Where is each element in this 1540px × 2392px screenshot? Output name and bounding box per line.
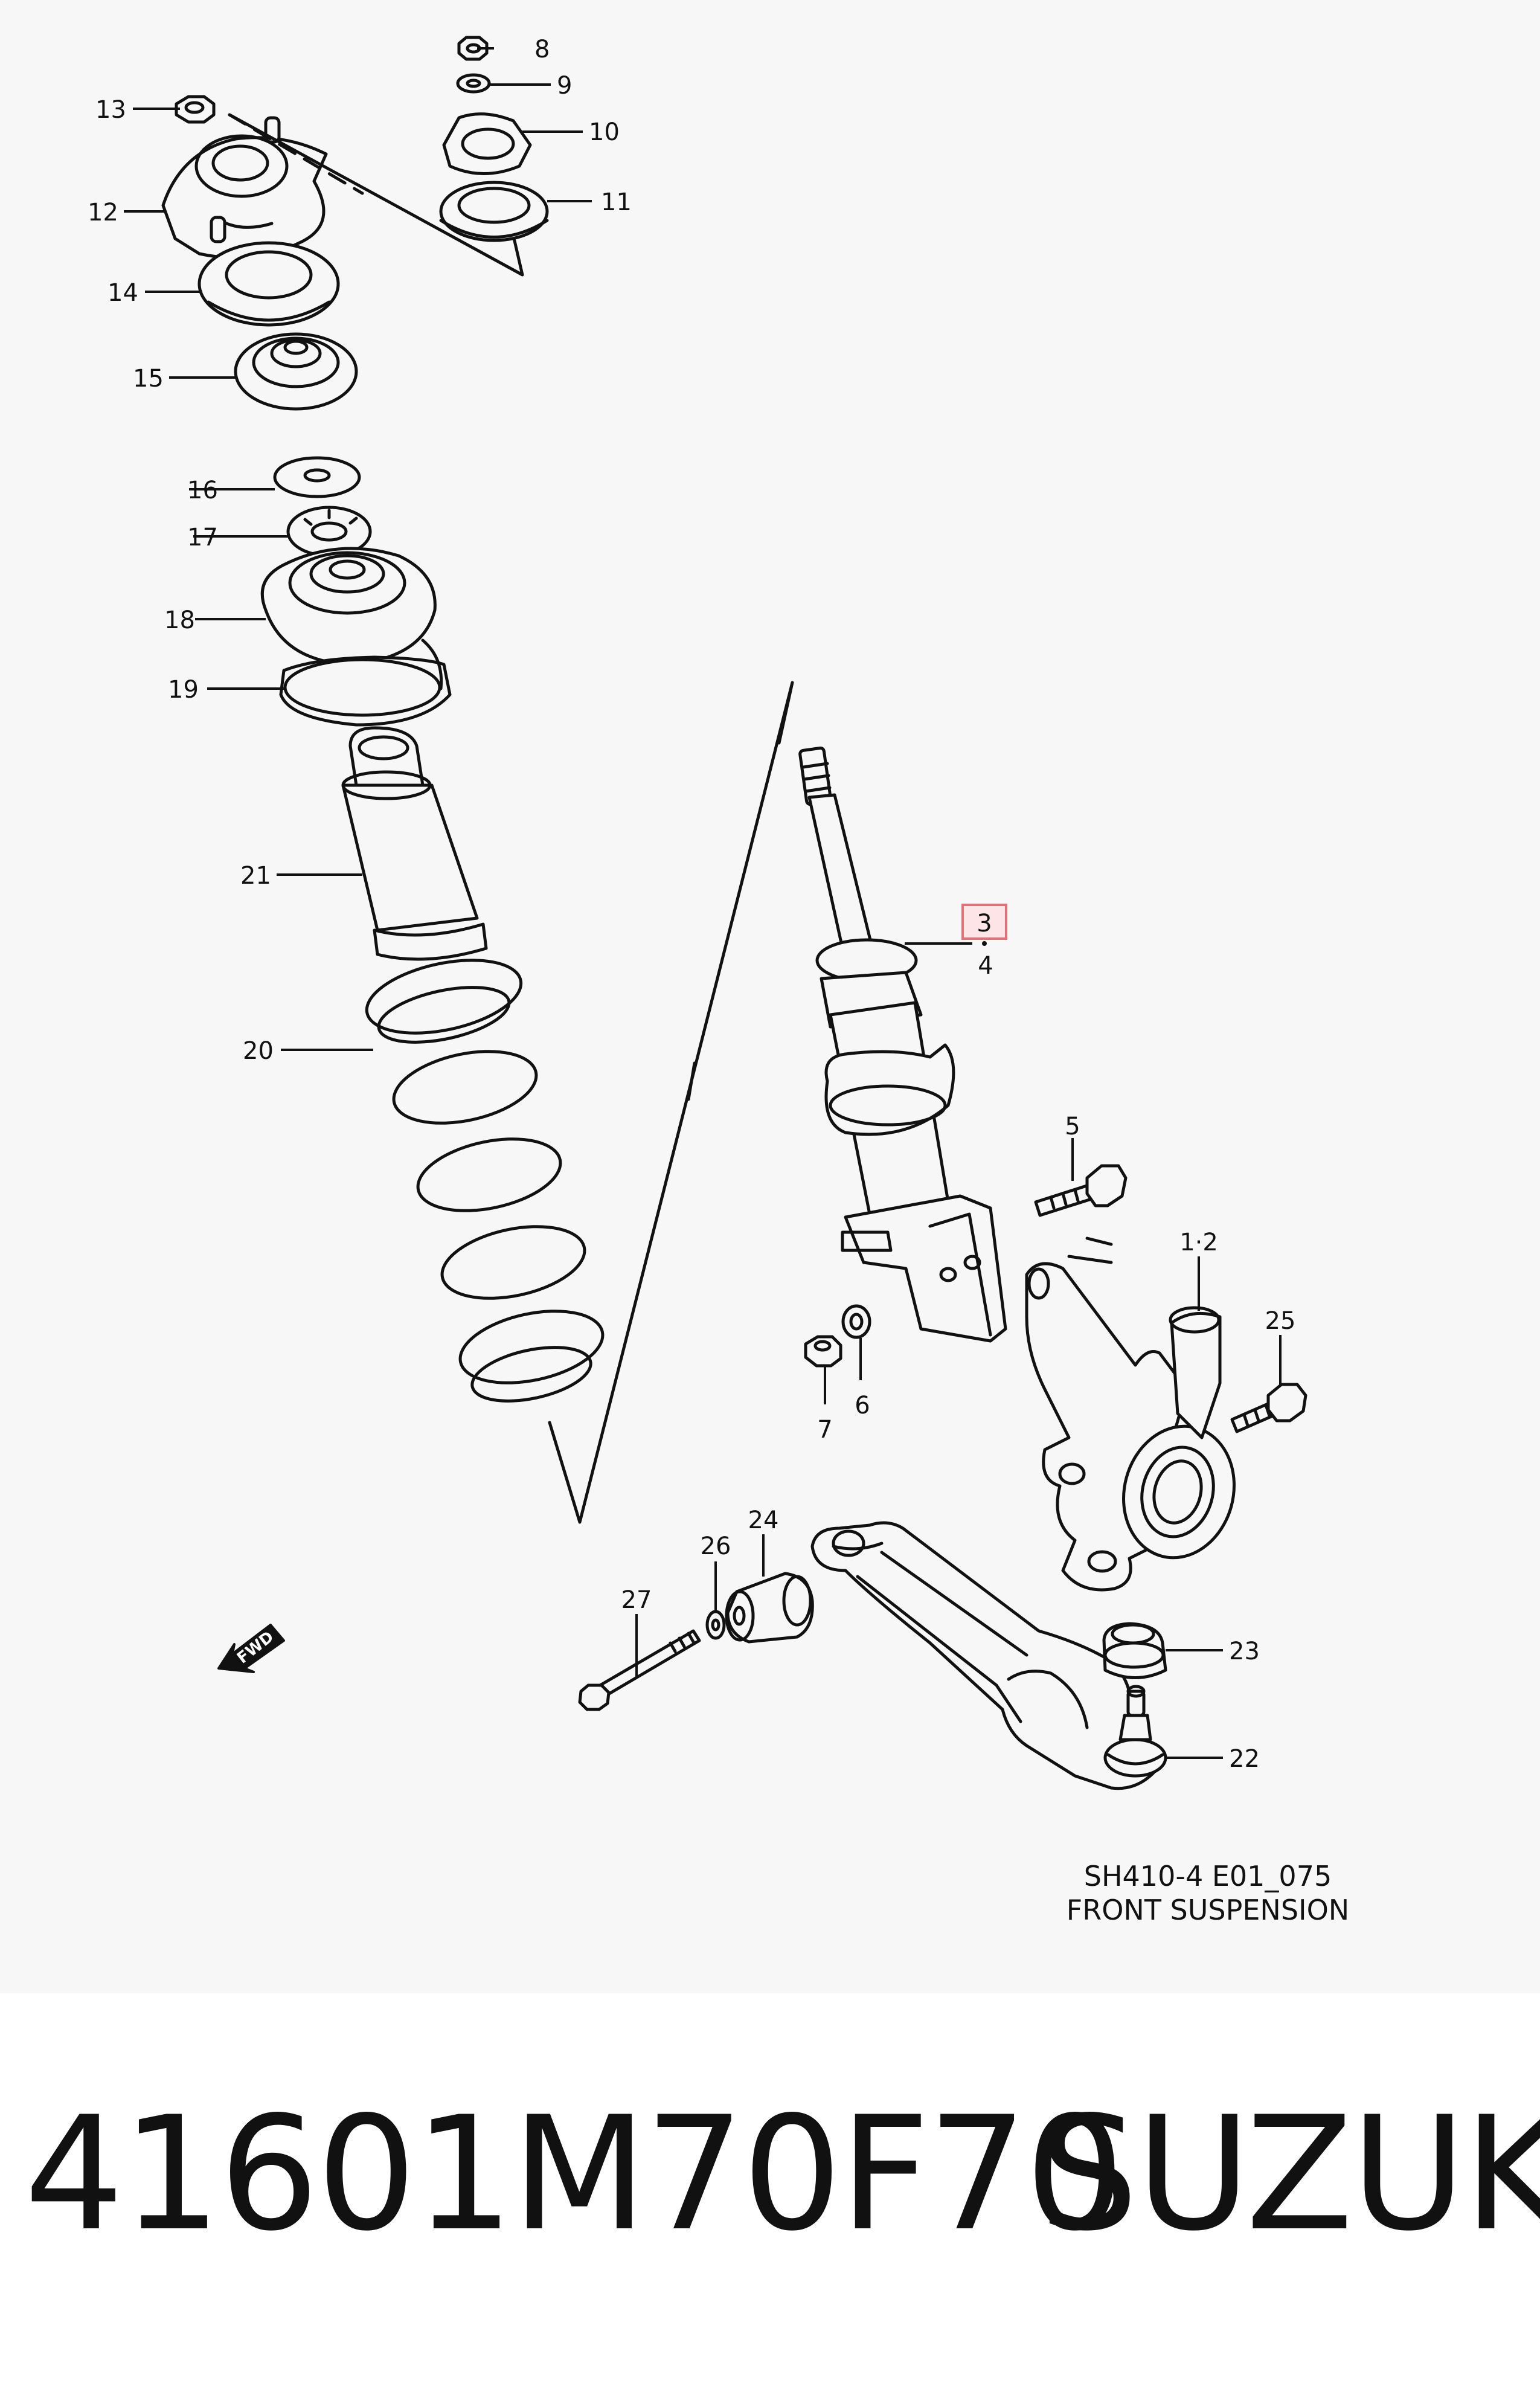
callout-18[interactable]: 18 [164, 606, 195, 634]
part-24-bushing [725, 1572, 814, 1644]
part-1-2-steering-knuckle [1025, 1236, 1236, 1592]
callout-1-2[interactable]: 1·2 [1179, 1229, 1218, 1256]
part-3-strut-shock-absorber [798, 746, 1007, 1343]
part-10-plate [442, 112, 532, 175]
part-16-washer [273, 456, 361, 498]
callout-11[interactable]: 11 [601, 188, 632, 216]
callout-3-4-separator-dot [982, 941, 987, 946]
callout-22[interactable]: 22 [1229, 1745, 1260, 1773]
part-9-washer [456, 73, 491, 94]
callout-20[interactable]: 20 [243, 1037, 274, 1065]
part-17-washer [286, 506, 372, 558]
part-11-cushion [439, 181, 549, 242]
callout-16[interactable]: 16 [187, 477, 218, 504]
part-27-bolt [578, 1629, 701, 1711]
part-7-nut [804, 1335, 842, 1368]
fwd-arrow-icon: FWD [217, 1624, 285, 1673]
callout-9[interactable]: 9 [557, 72, 572, 100]
part-19-spring-seat-lower [279, 638, 452, 727]
callout-13[interactable]: 13 [95, 96, 126, 124]
callout-27[interactable]: 27 [621, 1586, 652, 1614]
leader-lines [124, 47, 1282, 1759]
part-22-ball-joint [1103, 1685, 1167, 1778]
callout-24[interactable]: 24 [748, 1506, 779, 1534]
part-13-nut [175, 95, 216, 124]
callout-7[interactable]: 7 [817, 1416, 832, 1444]
part-18-spring-seat [260, 547, 437, 666]
part-26-washer [705, 1610, 726, 1640]
callout-23[interactable]: 23 [1229, 1638, 1260, 1665]
diagram-title: FRONT SUSPENSION [1067, 1894, 1349, 1926]
callout-8[interactable]: 8 [534, 36, 550, 63]
callout-3-highlight [961, 904, 1007, 940]
callout-4[interactable]: 4 [978, 952, 993, 980]
callout-15[interactable]: 15 [133, 365, 164, 393]
callout-21[interactable]: 21 [240, 862, 271, 890]
part-6-washer [841, 1304, 871, 1339]
callout-6[interactable]: 6 [855, 1392, 870, 1419]
brand-name: SUZUKI [1039, 2083, 1540, 2266]
part-21-bump-stop [341, 726, 488, 961]
footer-bar [0, 1993, 1540, 2392]
strut-mount-assembly [161, 95, 524, 411]
mid-left-parts [260, 456, 452, 727]
part-23-dust-boot [1102, 1622, 1167, 1679]
diagram-panel: FWD 3 4 1·2 5 6 7 [88, 36, 1350, 1926]
callout-12[interactable]: 12 [88, 199, 118, 227]
exploded-parts-diagram: FWD 3 4 1·2 5 6 7 [88, 36, 1349, 1926]
callout-25[interactable]: 25 [1265, 1307, 1296, 1335]
part-number: 41601M70F70 [24, 2083, 1125, 2266]
part-15-seat [234, 332, 358, 411]
part-12-strut-mount [161, 116, 328, 260]
callout-3[interactable]: 3 [977, 910, 992, 937]
upper-hardware [439, 36, 549, 242]
callout-labels: 3 4 1·2 5 6 7 8 9 10 11 12 13 14 15 16 1… [88, 36, 1295, 1773]
part-25-bolt [1230, 1383, 1307, 1433]
part-5-bolt [1034, 1164, 1128, 1217]
callout-5[interactable]: 5 [1065, 1113, 1080, 1140]
part-20-coil-spring [365, 959, 605, 1403]
diagram-code: SH410-4 E01_075 [1084, 1860, 1332, 1892]
callout-10[interactable]: 10 [589, 118, 620, 146]
callout-26[interactable]: 26 [701, 1532, 731, 1560]
callout-17[interactable]: 17 [187, 524, 218, 551]
part-14-bearing [197, 241, 340, 327]
callout-19[interactable]: 19 [168, 676, 199, 704]
callout-14[interactable]: 14 [107, 279, 138, 307]
